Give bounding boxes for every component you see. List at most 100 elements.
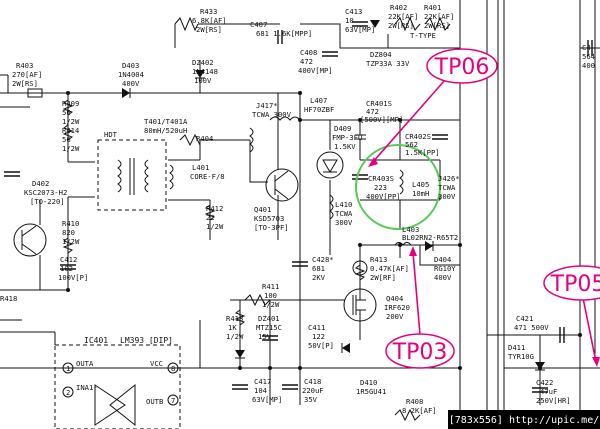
label-q401-value: KSD5703 <box>254 214 284 223</box>
label-c428: C428* <box>312 255 334 264</box>
label-r403: R403 <box>16 61 33 70</box>
label-r433-value: 6.8K[AF] <box>192 16 227 25</box>
label-c417-value: 104 <box>254 386 267 395</box>
label-l407-value: HF70ZBF <box>304 105 334 114</box>
label-d404-watt: 400V <box>434 273 452 282</box>
label-d403-value: 1N4004 <box>118 70 144 79</box>
label-j417: J417* <box>256 101 278 110</box>
tp05-bubble <box>543 265 600 301</box>
label-l405: L405 <box>412 180 429 189</box>
inductors <box>169 116 412 246</box>
junction-dots <box>66 91 582 370</box>
label-r404: R404 <box>196 134 213 143</box>
label-r411-watt: 1/2W <box>262 300 280 309</box>
label-j426-watt: 300V <box>438 192 456 201</box>
label-l410-value: TCWA <box>335 209 353 218</box>
label-q404-watt: 200V <box>386 312 404 321</box>
label-c413: C413 <box>345 7 362 16</box>
label-r401-watt: 2W[RS] <box>424 21 450 30</box>
label-r403-value: 270[AF] <box>12 70 42 79</box>
label-r418-watt: 1/2W <box>226 332 244 341</box>
label-r412: R412 <box>206 204 223 213</box>
label-c417: C417 <box>254 377 271 386</box>
watermark-text: [783x556] http://upic.me/ <box>449 415 600 426</box>
label-d403: D403 <box>122 61 139 70</box>
label-cr402s-value: 562 <box>405 140 418 149</box>
resistors <box>8 16 451 422</box>
label-c418-watt: 35V <box>304 395 318 404</box>
label-t401-value: 80mH/520uH <box>144 126 187 135</box>
diodes <box>122 20 545 371</box>
label-q401: Q401 <box>254 205 271 214</box>
label-l410-watt: 300V <box>335 218 353 227</box>
label-r412-value: 22 <box>206 213 215 222</box>
label-r410: R410 <box>62 219 79 228</box>
label-c422-watt: 250V[HR] <box>536 396 571 405</box>
label-d404-value: RG10Y <box>434 264 456 273</box>
label-c421-value: 471 500V <box>514 323 549 332</box>
label-q404: Q404 <box>386 294 403 303</box>
tp03-label: TP03 <box>392 340 448 365</box>
label-c422-value: 47uF <box>540 387 557 396</box>
label-r411: R411 <box>262 282 279 291</box>
label-d403-watt: 400V <box>122 79 140 88</box>
test-point-markers: TP06 TP03 TP05 <box>368 48 600 369</box>
label-r412-watt: 1/2W <box>206 222 224 231</box>
label-c408: C408 <box>300 48 317 57</box>
label-j417-value: TCWA 300V <box>252 110 292 119</box>
label-c412-watt: 100V[P] <box>58 273 88 282</box>
component-labels: R433 6.8K[AF] 2W[RS] C407 681 1.6K[MPP] … <box>0 3 595 415</box>
label-dz402-watt: 100V <box>194 76 212 85</box>
capacitors <box>4 21 593 393</box>
label-c408-value: 472 <box>300 57 313 66</box>
label-dz804: DZ804 <box>370 50 392 59</box>
label-c4-right: C4 <box>582 43 591 52</box>
label-c411-value: 122 <box>312 332 325 341</box>
watermark: [783x556] http://upic.me/ <box>448 410 600 429</box>
label-r413-value: 0.47K[AF] <box>370 264 409 273</box>
label-cr402s: CR402S <box>405 132 431 141</box>
label-r414-watt: 1/2W <box>62 144 80 153</box>
label-r413-watt: 2W[RF] <box>370 273 396 282</box>
label-c413-watt: 63V[MP] <box>345 25 375 34</box>
label-r414-value: 56 <box>62 135 71 144</box>
label-c422: C422 <box>536 378 553 387</box>
label-c4-right-watt: 400 <box>582 61 595 70</box>
tp05-label: TP05 <box>550 272 600 297</box>
label-r409-value: 56 <box>62 108 71 117</box>
label-cr403s-watt: 400V[PP] <box>366 192 401 201</box>
label-r401: R401 <box>424 3 441 12</box>
label-r418: R418 <box>226 314 243 323</box>
label-t401: T401/T401A <box>144 117 188 126</box>
label-d402-watt: [TO-220] <box>30 197 65 206</box>
label-d402-value: KSC2073-H2 <box>24 188 67 197</box>
label-d409-watt: 1.5KV <box>334 142 356 151</box>
label-r409-watt: 1/2W <box>62 117 80 126</box>
label-d410-value: 1R5GU41 <box>356 387 386 396</box>
label-c418: C418 <box>304 377 321 386</box>
label-cr403s: CR403S <box>368 174 394 183</box>
label-d404: D404 <box>434 255 451 264</box>
label-c408-watt: 400V[MP] <box>298 66 333 75</box>
label-r413: R413 <box>370 255 387 264</box>
label-dz402: DZ402 <box>192 58 214 67</box>
label-cr403s-value: 223 <box>374 183 387 192</box>
label-l410: L410 <box>335 200 352 209</box>
label-d402: D402 <box>32 179 49 188</box>
label-r408-value: 8.2K[AF] <box>402 406 437 415</box>
label-c407-value: 681 1.6K[MPP] <box>256 29 312 38</box>
label-d409: D409 <box>334 124 351 133</box>
label-l407: L407 <box>310 96 327 105</box>
label-r414: R414 <box>62 126 79 135</box>
label-t-type: T-TYPE <box>410 31 436 40</box>
label-c411: C411 <box>308 323 325 332</box>
label-d410: D410 <box>360 378 377 387</box>
label-l403-value: BL02RN2-R65T2 <box>402 233 458 242</box>
label-r411-value: 100 <box>264 291 277 300</box>
label-c407: C407 <box>250 20 267 29</box>
label-l401-value: CORE-F/8 <box>190 172 225 181</box>
label-d409-value: FMP-3FU <box>332 133 362 142</box>
label-r401-value: 22K[AF] <box>424 12 454 21</box>
transformer-hdt <box>97 139 167 211</box>
